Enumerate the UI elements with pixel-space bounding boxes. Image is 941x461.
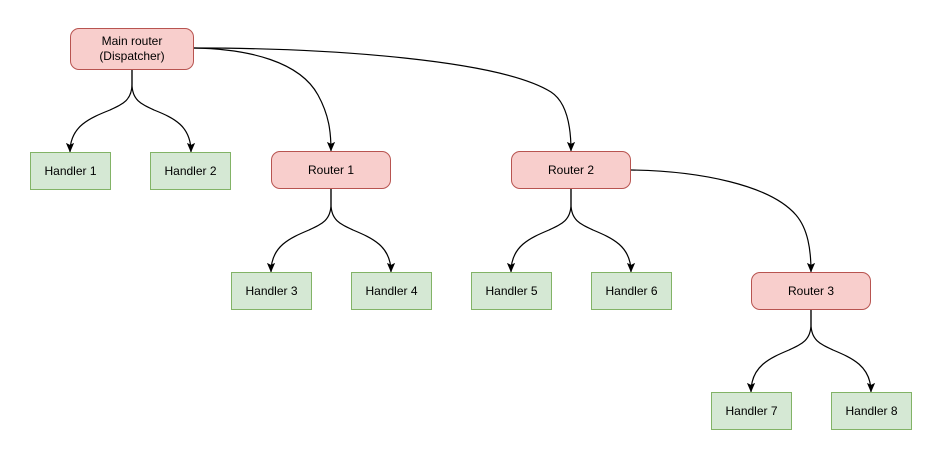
edge-main-to-handler-2 — [131, 70, 196, 153]
edge-main-to-router-2 — [193, 47, 576, 152]
node-handler-6[interactable]: Handler 6 — [591, 272, 672, 310]
node-handler-7[interactable]: Handler 7 — [711, 392, 792, 430]
node-label-handler-2: Handler 2 — [164, 163, 217, 178]
node-label-handler-3: Handler 3 — [245, 283, 298, 298]
node-label-handler-7: Handler 7 — [725, 403, 778, 418]
node-handler-5[interactable]: Handler 5 — [471, 272, 552, 310]
node-handler-8[interactable]: Handler 8 — [831, 392, 912, 430]
node-main-router[interactable]: Main router (Dispatcher) — [70, 28, 194, 70]
node-router-1[interactable]: Router 1 — [271, 151, 391, 189]
edge-router2-to-handler-5 — [506, 189, 572, 273]
node-label-main-router: Main router (Dispatcher) — [99, 34, 165, 63]
node-label-router-3: Router 3 — [787, 283, 835, 298]
edge-router1-to-handler-3 — [266, 189, 332, 273]
node-label-router-1: Router 1 — [307, 162, 355, 177]
node-handler-3[interactable]: Handler 3 — [231, 272, 312, 310]
node-router-2[interactable]: Router 2 — [511, 151, 631, 189]
node-label-handler-1: Handler 1 — [44, 163, 97, 178]
node-handler-1[interactable]: Handler 1 — [30, 152, 111, 190]
node-handler-2[interactable]: Handler 2 — [150, 152, 231, 190]
node-label-handler-4: Handler 4 — [365, 283, 418, 298]
node-label-handler-6: Handler 6 — [605, 283, 658, 298]
edge-router3-to-handler-8 — [810, 310, 876, 393]
node-label-handler-8: Handler 8 — [845, 403, 898, 418]
node-label-router-2: Router 2 — [547, 162, 595, 177]
edge-paths — [65, 47, 876, 393]
edge-router1-to-handler-4 — [330, 189, 396, 273]
node-handler-4[interactable]: Handler 4 — [351, 272, 432, 310]
edge-router3-to-handler-7 — [746, 310, 812, 393]
edge-main-to-router-1 — [193, 47, 336, 152]
edge-router2-to-handler-6 — [570, 189, 636, 273]
edge-router2-to-router-3 — [630, 169, 816, 273]
node-router-3[interactable]: Router 3 — [751, 272, 871, 310]
node-label-handler-5: Handler 5 — [485, 283, 538, 298]
edge-main-to-handler-1 — [65, 70, 133, 153]
